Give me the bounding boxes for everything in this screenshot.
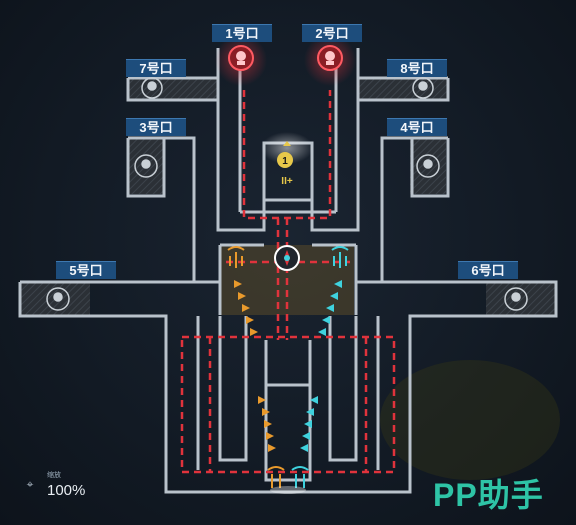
objective-marker: 1 II+ [261,132,313,187]
room-8 [358,78,448,100]
objective-number: 1 [282,156,288,167]
ally-bottom-icons [267,466,309,494]
spawn-label-7[interactable]: 7号口 [126,59,186,77]
spawn-label-6[interactable]: 6号口 [458,261,518,279]
orange-arrows [234,280,276,452]
zoom-caption: 缩放 [47,472,61,479]
skull-icon-7 [141,77,163,99]
spawn-label-8[interactable]: 8号口 [387,59,447,77]
skull-icon-4 [416,154,440,178]
skull-icon-6 [504,287,528,311]
enemy-spawn-1-icon [215,34,267,86]
zoom-value[interactable]: 100% [47,482,86,499]
ally-cyan-top-icon [331,246,349,268]
walls [18,48,558,494]
spawn-label-4[interactable]: 4号口 [387,118,447,136]
cyan-arrows [300,280,342,452]
room-6 [486,282,556,316]
spawn-label-5[interactable]: 5号口 [56,261,116,279]
svg-text:II+: II+ [281,176,293,187]
skull-icon-8 [412,77,434,99]
ally-orange-top-icon [227,246,245,268]
skull-icon-5 [46,287,70,311]
spawn-label-3[interactable]: 3号口 [126,118,186,136]
spawn-label-1[interactable]: 1号口 [212,24,272,42]
core-icon [274,245,300,271]
spawn-label-2[interactable]: 2号口 [302,24,362,42]
target-bracket-icon[interactable]: ⌖ [26,477,34,491]
skull-icon-3 [134,154,158,178]
watermark-logo: PP助手 [433,477,544,513]
enemy-spawn-2-icon [304,34,356,86]
